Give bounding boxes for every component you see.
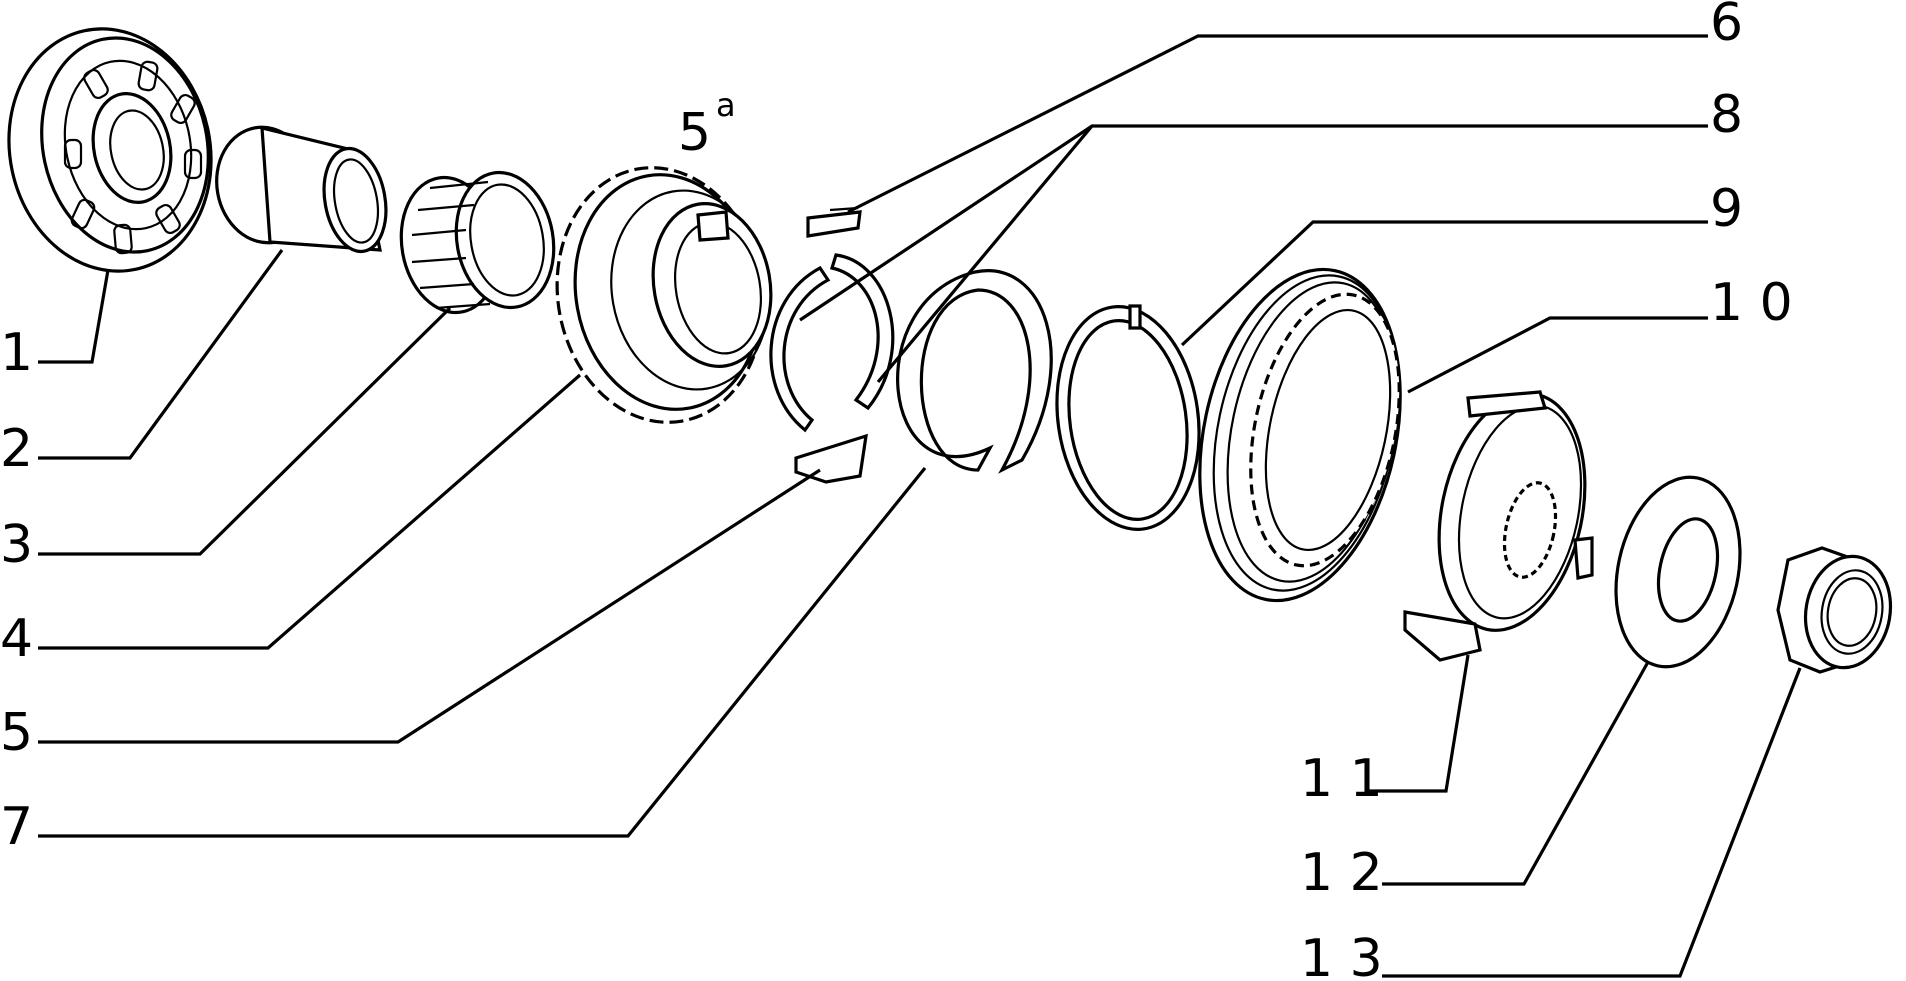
leader-line-3 xyxy=(38,306,452,556)
leader-line-7 xyxy=(38,466,927,838)
part-12-washer xyxy=(1614,475,1742,669)
label-5: 5 xyxy=(0,703,33,763)
label-5a-superscript: a xyxy=(716,86,736,124)
leader-line-13 xyxy=(1382,667,1802,978)
label-11: 1 1 xyxy=(1300,749,1383,809)
leader-line-5 xyxy=(38,468,821,744)
part-1-ball-bearing xyxy=(7,27,213,273)
leader-line-9 xyxy=(1180,220,1708,347)
label-13: 1 3 xyxy=(1300,929,1383,981)
part-8-split-band xyxy=(769,253,895,433)
leader-line-1 xyxy=(38,269,110,364)
part-13-nut xyxy=(1776,546,1893,674)
label-5a: 5 xyxy=(678,103,711,163)
label-1: 1 xyxy=(0,323,33,383)
part-11-synchro-hub xyxy=(1403,390,1594,662)
part-5-shoe-lower xyxy=(794,433,868,484)
callout-labels: 1 2 3 4 5 7 5 a 6 8 9 1 0 1 1 1 2 1 3 xyxy=(0,0,1793,981)
label-7: 7 xyxy=(0,797,33,857)
leader-line-2 xyxy=(38,249,284,460)
leader-lines xyxy=(38,34,1802,978)
leader-line-8b xyxy=(876,124,1094,384)
part-3-needle-roller-cage xyxy=(399,170,556,315)
label-2: 2 xyxy=(0,419,33,479)
part-10-synchro-sleeve xyxy=(1198,267,1402,603)
leader-line-4 xyxy=(38,373,582,650)
part-6-shoe-upper xyxy=(806,206,862,238)
label-3: 3 xyxy=(0,515,33,575)
leader-line-10 xyxy=(1407,316,1708,394)
label-12: 1 2 xyxy=(1300,843,1383,903)
leader-line-6 xyxy=(847,34,1708,214)
part-7-split-ring xyxy=(896,269,1053,474)
part-9-snap-ring xyxy=(1055,304,1201,531)
leader-line-12 xyxy=(1382,661,1650,886)
label-4: 4 xyxy=(0,609,33,669)
label-10: 1 0 xyxy=(1710,273,1793,333)
label-8: 8 xyxy=(1710,85,1743,145)
part-4-gear xyxy=(555,166,773,424)
label-9: 9 xyxy=(1710,179,1743,239)
part-2-sleeve xyxy=(215,125,388,254)
label-6: 6 xyxy=(1710,0,1743,53)
leader-line-11 xyxy=(1368,654,1470,793)
